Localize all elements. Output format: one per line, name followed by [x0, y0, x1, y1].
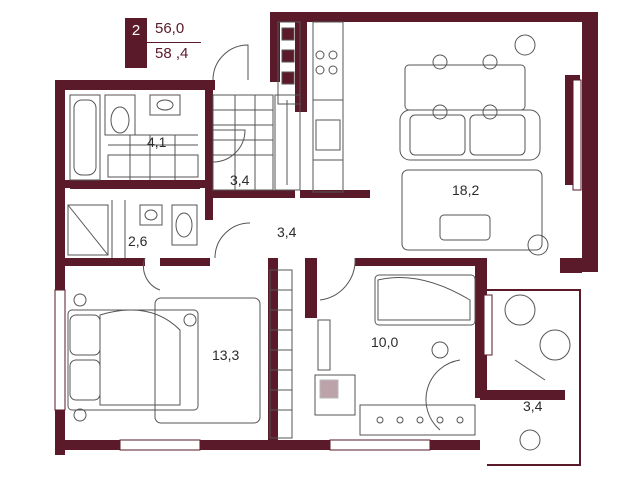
bedroom-right-furniture	[314, 274, 476, 436]
hall-shelving	[212, 94, 301, 191]
area-value-1: 56,0	[155, 20, 185, 37]
room-area-corridor: 3,4	[277, 224, 297, 240]
room-area-bedroom-right: 10,0	[371, 334, 399, 350]
rooms-count: 2	[125, 18, 147, 68]
living-furniture	[399, 34, 549, 256]
badge-divider	[147, 42, 201, 43]
kitchen-fixtures	[277, 21, 344, 193]
room-area-bathroom: 4,1	[147, 134, 167, 150]
room-area-balcony: 3,4	[523, 398, 543, 414]
apartment-badge: 2 56,0 58 ,4	[125, 18, 201, 68]
room-area-living-kitchen: 18,2	[452, 182, 480, 198]
room-area-bedroom-left: 13,3	[212, 347, 240, 363]
bathroom-fixtures	[69, 94, 200, 189]
balcony-furniture	[504, 294, 571, 451]
room-area-wc: 2,6	[128, 233, 148, 249]
bedroom-left-furniture	[67, 269, 293, 439]
windows	[54, 79, 582, 451]
area-value-2: 58 ,4	[155, 45, 189, 62]
doors	[143, 44, 461, 431]
balcony-outline	[487, 289, 581, 466]
wc-fixtures	[67, 200, 198, 258]
room-area-hall-small: 3,4	[230, 172, 250, 188]
